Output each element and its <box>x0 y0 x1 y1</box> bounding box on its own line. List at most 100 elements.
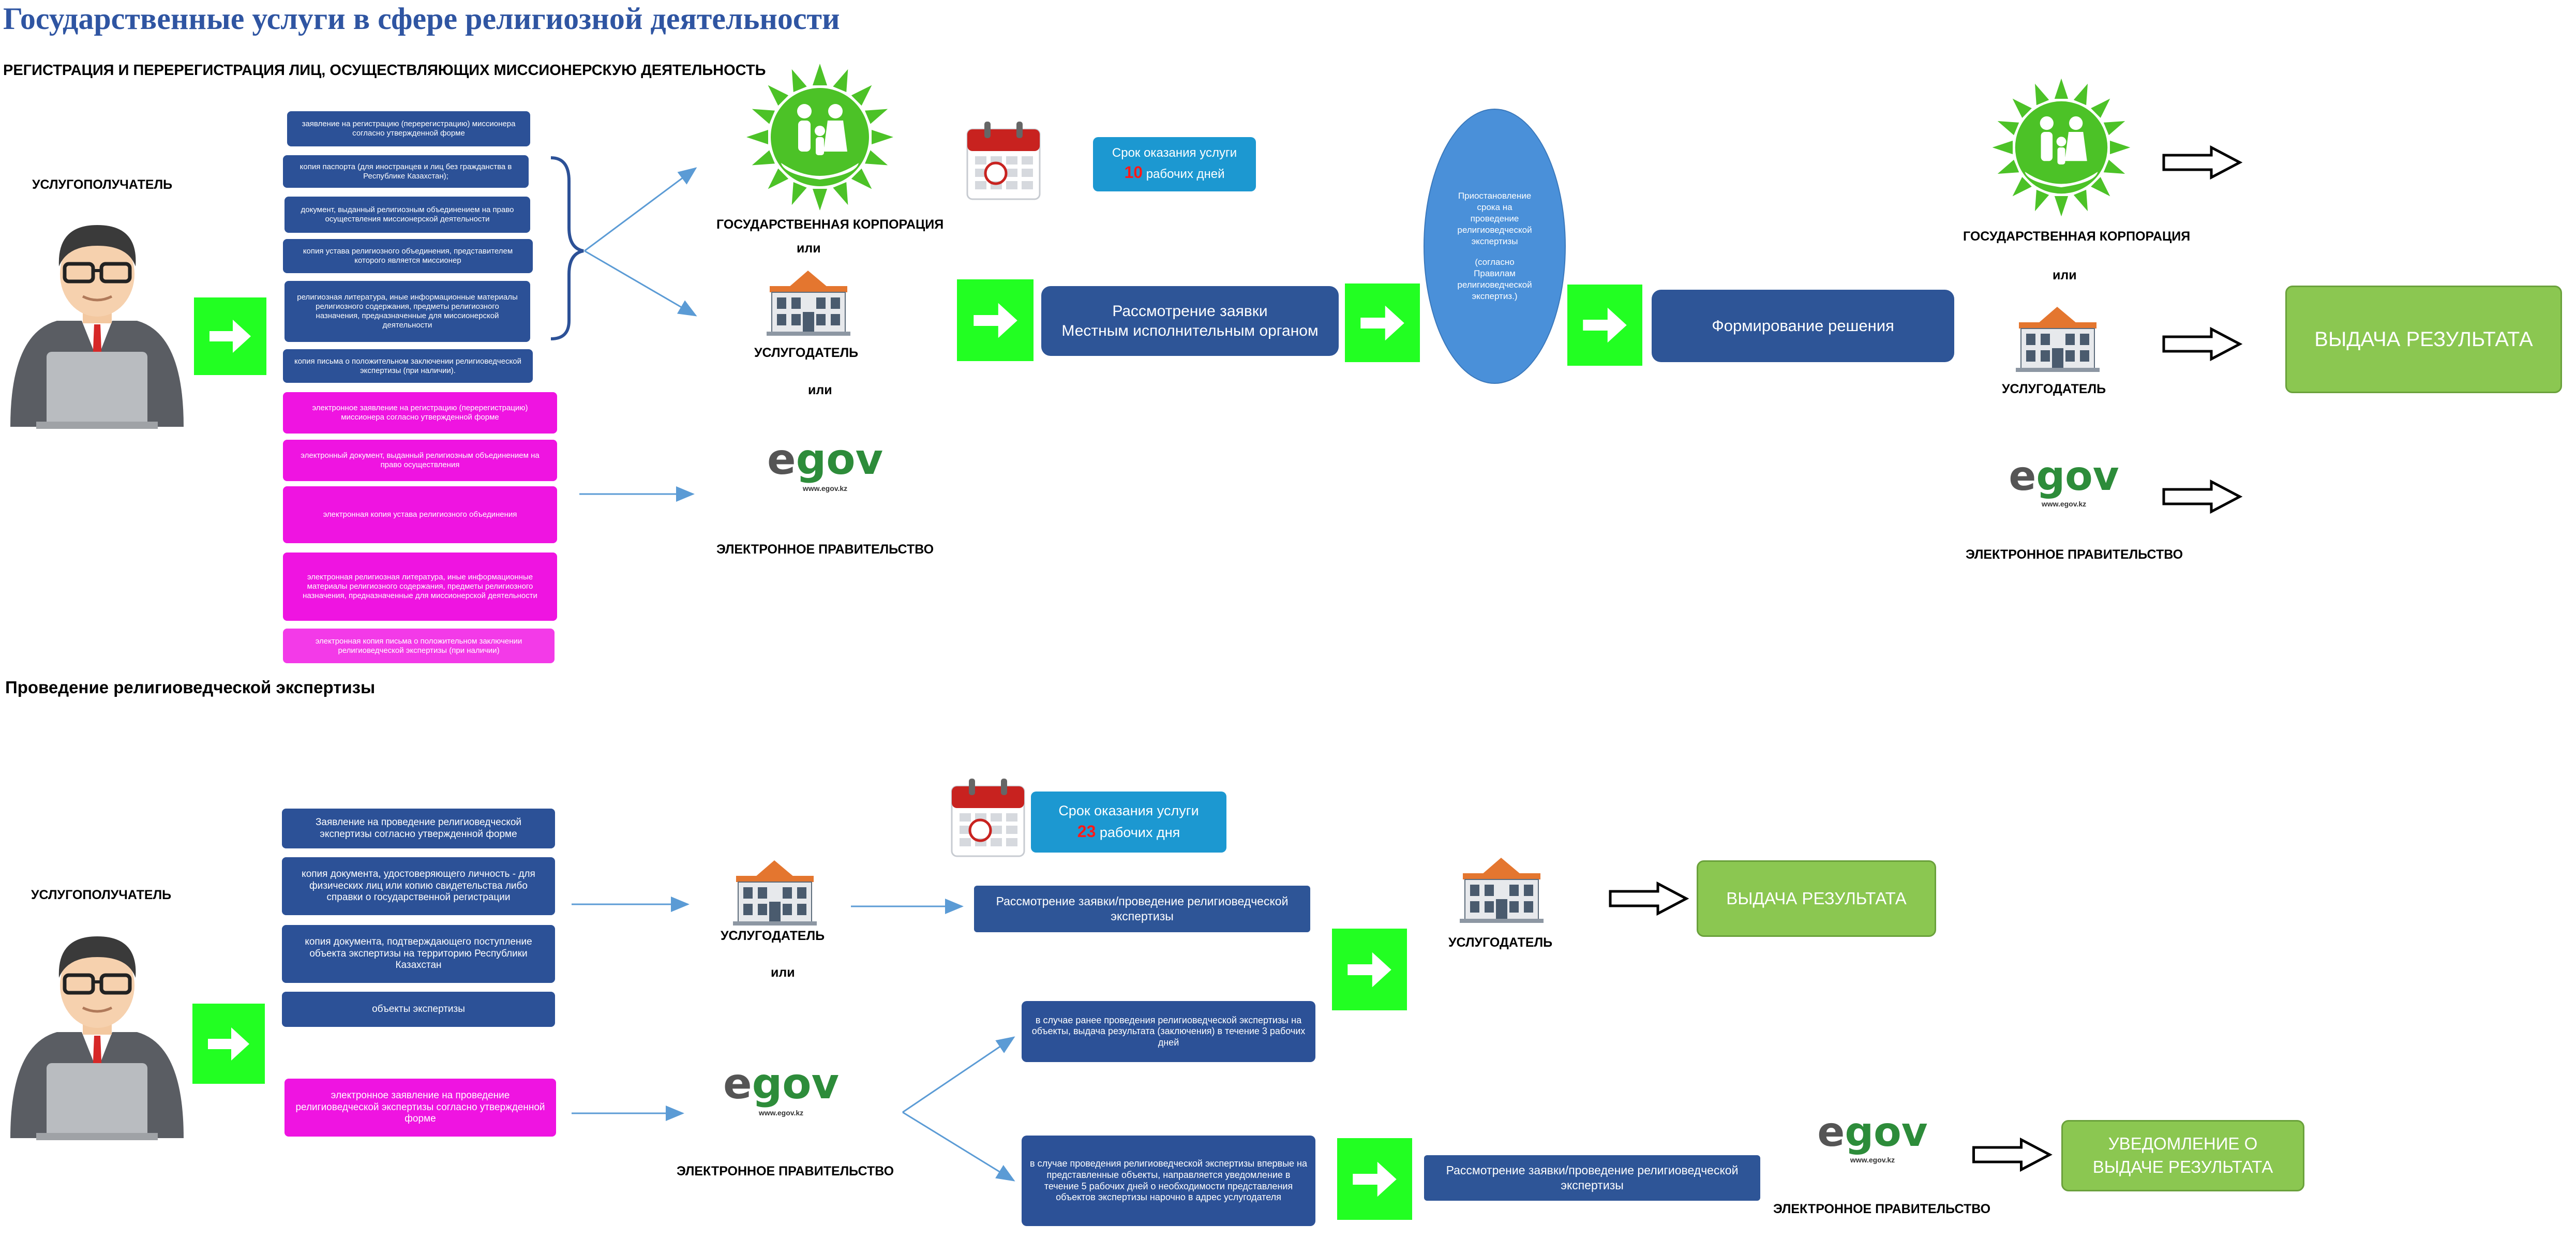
line2-egov-to-case1 <box>902 1036 1015 1113</box>
s1-out-or: или <box>2053 268 2077 282</box>
egov-url: www.egov.kz <box>1850 1156 1895 1164</box>
page-title: Государственные услуги в сфере религиозн… <box>3 2 840 36</box>
s1-edoc-1: электронное заявление на регистрацию (пе… <box>283 392 557 434</box>
egov-e: e <box>2009 453 2036 500</box>
s1-suspend-7: (согласно <box>1475 257 1515 267</box>
s2-user-laptop-icon <box>10 936 184 1140</box>
s1-out-egov-label: ЭЛЕКТРОННОЕ ПРАВИТЕЛЬСТВО <box>1966 547 2183 562</box>
s1-or-2: или <box>808 383 832 397</box>
s1-suspend-8: Правилам <box>1474 268 1516 279</box>
s1-out-egov-logo: egov www.egov.kz <box>1966 450 2162 543</box>
s2-review-box: Рассмотрение заявки/проведение религиове… <box>974 886 1310 932</box>
s1-gov-corp-logo-icon <box>746 64 893 211</box>
s1-green-arrow-3 <box>1345 283 1420 362</box>
s1-term-box: Срок оказания услуги 10 рабочих дней <box>1093 137 1256 191</box>
egov-url: www.egov.kz <box>758 1109 804 1117</box>
s1-suspend-2: срока на <box>1477 202 1512 212</box>
curly-brace <box>550 156 584 340</box>
s2-out-building-icon <box>1460 858 1544 923</box>
egov-e: e <box>1817 1109 1845 1156</box>
egov-url: www.egov.kz <box>802 484 848 492</box>
s1-doc-2: копия паспорта (для иностранцев и лиц бе… <box>283 155 529 188</box>
s1-term-line2: рабочих дней <box>1146 167 1225 182</box>
s2-doc-4: объекты экспертизы <box>282 992 555 1027</box>
s1-suspend-5: экспертизы <box>1471 236 1518 246</box>
s1-result-box: ВЫДАЧА РЕЗУЛЬТАТА <box>2285 286 2562 393</box>
s1-term-num: 10 <box>1124 163 1143 182</box>
right-arrow-icon <box>1360 305 1404 340</box>
s1-review-box: Рассмотрение заявки Местным исполнительн… <box>1041 286 1339 356</box>
s1-suspend-4: религиоведческой <box>1457 225 1532 235</box>
s1-review-line1: Рассмотрение заявки <box>1112 303 1268 320</box>
s1-suspend-1: Приостановление <box>1458 190 1532 201</box>
s2-term-num: 23 <box>1077 822 1096 841</box>
s2-doc-2: копия документа, удостоверяющего личност… <box>282 857 555 915</box>
s2-term-line2: рабочих дня <box>1099 824 1180 840</box>
s2-out-egov-label: ЭЛЕКТРОННОЕ ПРАВИТЕЛЬСТВО <box>1773 1202 1991 1216</box>
s1-provider-label: УСЛУГОДАТЕЛЬ <box>754 346 859 360</box>
s2-recipient-label: УСЛУГОПОЛУЧАТЕЛЬ <box>31 888 172 902</box>
egov-url: www.egov.kz <box>2041 500 2087 508</box>
right-arrow-icon <box>1583 307 1627 343</box>
s1-suspend-3: проведение <box>1470 213 1519 223</box>
s2-calendar-icon <box>951 779 1025 857</box>
s1-doc-5: религиозная литература, иные информацион… <box>284 281 530 342</box>
egov-gov: gov <box>2036 453 2119 500</box>
s2-doc-3: копия документа, подтверждающего поступл… <box>282 925 555 983</box>
right-arrow-icon <box>1353 1161 1397 1197</box>
s2-notify-box: УВЕДОМЛЕНИЕ О ВЫДАЧЕ РЕЗУЛЬТАТА <box>2061 1120 2304 1191</box>
egov-e: e <box>723 1059 752 1109</box>
s2-green-arrow-3 <box>1337 1138 1412 1220</box>
s2-green-arrow-2 <box>1332 929 1407 1010</box>
s2-review2-box: Рассмотрение заявки/проведение религиове… <box>1424 1155 1760 1201</box>
egov-gov: gov <box>752 1059 840 1109</box>
s2-egov-label: ЭЛЕКТРОННОЕ ПРАВИТЕЛЬСТВО <box>677 1164 894 1178</box>
s1-outline-arrow-1-icon <box>2162 145 2243 180</box>
s1-corp-label: ГОСУДАРСТВЕННАЯ КОРПОРАЦИЯ <box>716 217 944 232</box>
s1-doc-3: документ, выданный религиозным объединен… <box>284 197 530 233</box>
right-arrow-icon <box>1347 952 1391 987</box>
s2-green-arrow-1 <box>192 1004 265 1084</box>
s1-suspend-9: религиоведческой <box>1457 280 1532 290</box>
s2-building-icon <box>733 860 817 925</box>
s1-egov-label: ЭЛЕКТРОННОЕ ПРАВИТЕЛЬСТВО <box>716 542 934 557</box>
s2-provider-label: УСЛУГОДАТЕЛЬ <box>721 929 825 943</box>
s1-out-corp-label: ГОСУДАРСТВЕННАЯ КОРПОРАЦИЯ <box>1963 229 2191 244</box>
s1-doc-1: заявление на регистрацию (перерегистраци… <box>287 111 530 146</box>
s2-edoc-1: электронное заявление на проведение рели… <box>284 1079 556 1137</box>
s2-term-box: Срок оказания услуги 23 рабочих дня <box>1031 792 1226 853</box>
s1-doc-4: копия устава религиозного объединения, п… <box>283 239 533 273</box>
s2-case1-box: в случае ранее проведения религиоведческ… <box>1022 1001 1315 1062</box>
right-arrow-icon <box>209 320 251 353</box>
s1-egov-logo: egov www.egov.kz <box>722 429 928 533</box>
s2-case2-box: в случае проведения религиоведческой экс… <box>1022 1136 1315 1226</box>
line2-egov-to-case2 <box>902 1111 1015 1182</box>
s1-green-arrow-2 <box>957 279 1034 361</box>
s2-out-provider-label: УСЛУГОДАТЕЛЬ <box>1448 935 1553 950</box>
section2-heading: Проведение религиоведческой экспертизы <box>5 678 376 697</box>
s1-edoc-2: электронный документ, выданный религиозн… <box>283 440 557 481</box>
s1-outline-arrow-3-icon <box>2162 479 2243 514</box>
egov-gov: gov <box>796 435 883 484</box>
egov-e: e <box>767 435 796 484</box>
s1-review-line2: Местным исполнительным органом <box>1061 322 1319 339</box>
s1-edoc-4: электронная религиозная литература, иные… <box>283 553 557 621</box>
s2-doc-1: Заявление на проведение религиоведческой… <box>282 809 555 848</box>
s2-term-line1: Срок оказания услуги <box>1058 803 1199 819</box>
s1-recipient-label: УСЛУГОПОЛУЧАТЕЛЬ <box>32 177 173 192</box>
s2-or-1: или <box>771 965 795 980</box>
s2-out-egov-logo: egov www.egov.kz <box>1774 1107 1971 1200</box>
egov-gov: gov <box>1845 1109 1928 1156</box>
s1-green-arrow-1 <box>194 297 266 375</box>
right-arrow-icon <box>973 303 1017 338</box>
line-to-provider <box>584 250 697 317</box>
line-to-corp <box>584 167 697 252</box>
s2-outline-arrow-2-icon <box>1972 1137 2053 1172</box>
right-arrow-icon <box>208 1027 249 1061</box>
s1-calendar-icon <box>966 122 1041 200</box>
s1-term-line1: Срок оказания услуги <box>1112 145 1237 160</box>
section1-heading: РЕГИСТРАЦИЯ И ПЕРЕРЕГИСТРАЦИЯ ЛИЦ, ОСУЩЕ… <box>3 62 766 79</box>
s1-outline-arrow-2-icon <box>2162 326 2243 362</box>
s1-doc-6: копия письма о положительном заключении … <box>283 349 533 383</box>
